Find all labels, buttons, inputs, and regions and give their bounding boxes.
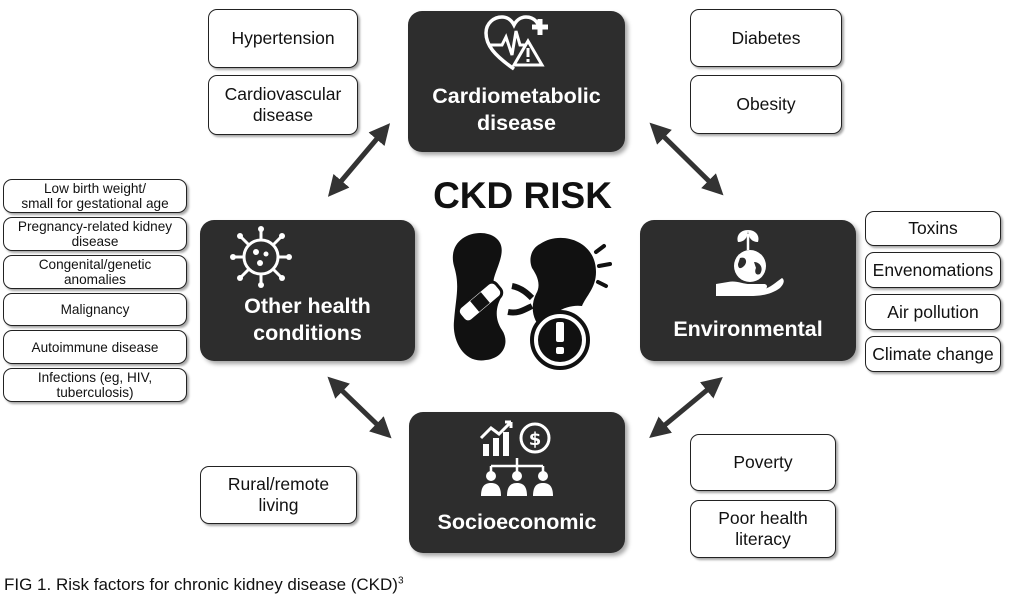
factor-obesity: Obesity bbox=[690, 75, 842, 134]
svg-text:$: $ bbox=[529, 429, 542, 450]
reference-superscript: 3 bbox=[397, 575, 404, 587]
other-health-label: Other health conditions bbox=[244, 294, 371, 345]
category-cardiometabolic: Cardiometabolic disease bbox=[408, 11, 625, 152]
factor-rural: Rural/remote living bbox=[200, 466, 357, 524]
socioeconomic-label: Socioeconomic bbox=[437, 510, 597, 534]
ckd-risk-title: CKD RISK bbox=[433, 175, 612, 216]
factor-envenomations: Envenomations bbox=[865, 252, 1001, 288]
factor-malignancy: Malignancy bbox=[3, 293, 187, 326]
arrow-top-right bbox=[649, 122, 724, 196]
factor-toxins: Toxins bbox=[865, 211, 1001, 246]
factor-health-literacy: Poor health literacy bbox=[690, 500, 836, 558]
kidney-warning-icon bbox=[452, 233, 612, 370]
finance-people-icon: $ bbox=[479, 420, 553, 496]
factor-climate-change: Climate change bbox=[865, 336, 1001, 372]
category-socioeconomic: $ Socioeconomic bbox=[409, 412, 625, 553]
factor-infections: Infections (eg, HIV, tuberculosis) bbox=[3, 368, 187, 402]
figure-caption: FIG 1. Risk factors for chronic kidney d… bbox=[4, 575, 404, 594]
factor-diabetes: Diabetes bbox=[690, 9, 842, 67]
arrow-bottom-left bbox=[327, 376, 392, 439]
category-environmental: Environmental bbox=[640, 220, 856, 361]
factor-pregnancy: Pregnancy-related kidney disease bbox=[3, 217, 187, 251]
factor-cardiovascular: Cardiovascular disease bbox=[208, 75, 358, 135]
factor-low-birth-weight: Low birth weight/ small for gestational … bbox=[3, 179, 187, 213]
arrow-top-left bbox=[327, 123, 391, 197]
factor-air-pollution: Air pollution bbox=[865, 294, 1001, 330]
hand-plant-icon bbox=[716, 230, 784, 296]
virus-icon bbox=[230, 226, 292, 288]
cardiometabolic-label: Cardiometabolic disease bbox=[432, 84, 601, 135]
factor-poverty: Poverty bbox=[690, 434, 836, 491]
factor-congenital: Congenital/genetic anomalies bbox=[3, 255, 187, 289]
category-other-health: Other health conditions bbox=[200, 220, 415, 361]
environmental-label: Environmental bbox=[673, 317, 823, 341]
factor-autoimmune: Autoimmune disease bbox=[3, 330, 187, 364]
factor-hypertension: Hypertension bbox=[208, 9, 358, 68]
arrow-bottom-right bbox=[649, 376, 723, 439]
heart-pulse-icon bbox=[484, 15, 548, 71]
